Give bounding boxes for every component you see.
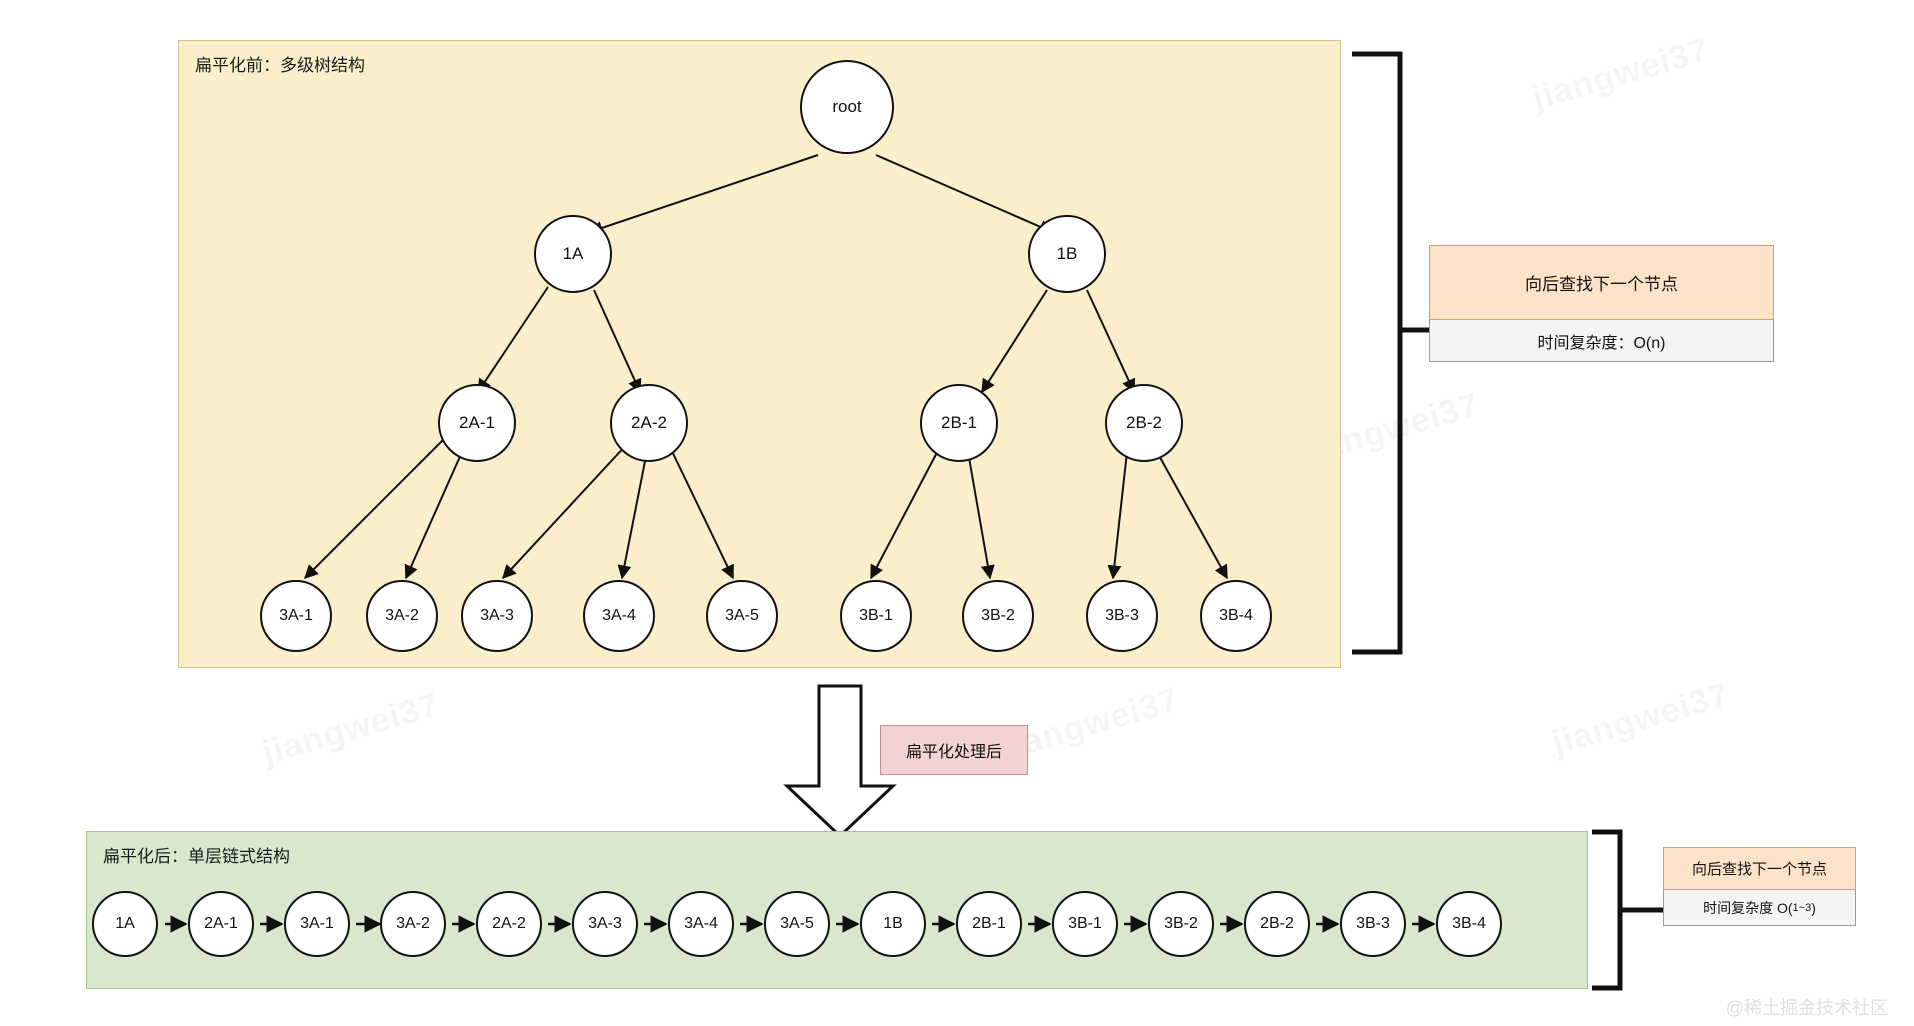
chain-node[interactable]: 3B-4 xyxy=(1436,891,1502,957)
watermark: jiangwei37 xyxy=(258,686,444,774)
chain-node[interactable]: 3B-3 xyxy=(1340,891,1406,957)
tree-node-3a-1[interactable]: 3A-1 xyxy=(260,580,332,652)
tree-node-3b-3[interactable]: 3B-3 xyxy=(1086,580,1158,652)
annotation-bottom-body-prefix: 时间复杂度 O( xyxy=(1703,899,1793,916)
chain-node[interactable]: 3B-1 xyxy=(1052,891,1118,957)
tree-node-3a-4[interactable]: 3A-4 xyxy=(583,580,655,652)
annotation-top: 向后查找下一个节点 时间复杂度：O(n) xyxy=(1429,245,1774,362)
chain-node[interactable]: 2A-2 xyxy=(476,891,542,957)
tree-panel: 扁平化前：多级树结构 xyxy=(178,40,1341,668)
annotation-bottom-body-suffix: ) xyxy=(1811,899,1816,916)
annotation-top-body: 时间复杂度：O(n) xyxy=(1429,320,1774,362)
tree-node-3a-5[interactable]: 3A-5 xyxy=(706,580,778,652)
tree-node-3b-1[interactable]: 3B-1 xyxy=(840,580,912,652)
chain-node[interactable]: 1B xyxy=(860,891,926,957)
chain-node[interactable]: 2B-2 xyxy=(1244,891,1310,957)
tree-node-2b-2[interactable]: 2B-2 xyxy=(1105,384,1183,462)
tree-node-2a-1[interactable]: 2A-1 xyxy=(438,384,516,462)
annotation-bottom-body: 时间复杂度 O(1~3) xyxy=(1663,890,1856,926)
chain-node[interactable]: 2A-1 xyxy=(188,891,254,957)
chain-node[interactable]: 2B-1 xyxy=(956,891,1022,957)
chain-node[interactable]: 3B-2 xyxy=(1148,891,1214,957)
annotation-bottom-body-sub: 1~3 xyxy=(1792,901,1812,914)
chain-node[interactable]: 3A-4 xyxy=(668,891,734,957)
annotation-top-header: 向后查找下一个节点 xyxy=(1429,245,1774,320)
tree-node-2a-2[interactable]: 2A-2 xyxy=(610,384,688,462)
tree-node-1a[interactable]: 1A xyxy=(534,215,612,293)
tree-node-3a-2[interactable]: 3A-2 xyxy=(366,580,438,652)
annotation-bottom: 向后查找下一个节点 时间复杂度 O(1~3) xyxy=(1663,847,1856,926)
chain-node[interactable]: 3A-1 xyxy=(284,891,350,957)
chain-node[interactable]: 1A xyxy=(92,891,158,957)
tree-panel-title: 扁平化前：多级树结构 xyxy=(195,56,365,75)
chain-node[interactable]: 3A-5 xyxy=(764,891,830,957)
attribution-text: @稀土掘金技术社区 xyxy=(1725,998,1888,1018)
tree-node-3b-4[interactable]: 3B-4 xyxy=(1200,580,1272,652)
chain-node[interactable]: 3A-3 xyxy=(572,891,638,957)
chain-panel-title: 扁平化后：单层链式结构 xyxy=(103,847,290,866)
tree-node-2b-1[interactable]: 2B-1 xyxy=(920,384,998,462)
tree-node-root[interactable]: root xyxy=(800,60,894,154)
tree-node-1b[interactable]: 1B xyxy=(1028,215,1106,293)
watermark: jiangwei37 xyxy=(1548,676,1734,764)
watermark: jiangwei37 xyxy=(1528,31,1714,119)
chain-node[interactable]: 3A-2 xyxy=(380,891,446,957)
transition-label: 扁平化处理后 xyxy=(880,725,1028,775)
annotation-bottom-header: 向后查找下一个节点 xyxy=(1663,847,1856,890)
tree-node-3b-2[interactable]: 3B-2 xyxy=(962,580,1034,652)
tree-node-3a-3[interactable]: 3A-3 xyxy=(461,580,533,652)
